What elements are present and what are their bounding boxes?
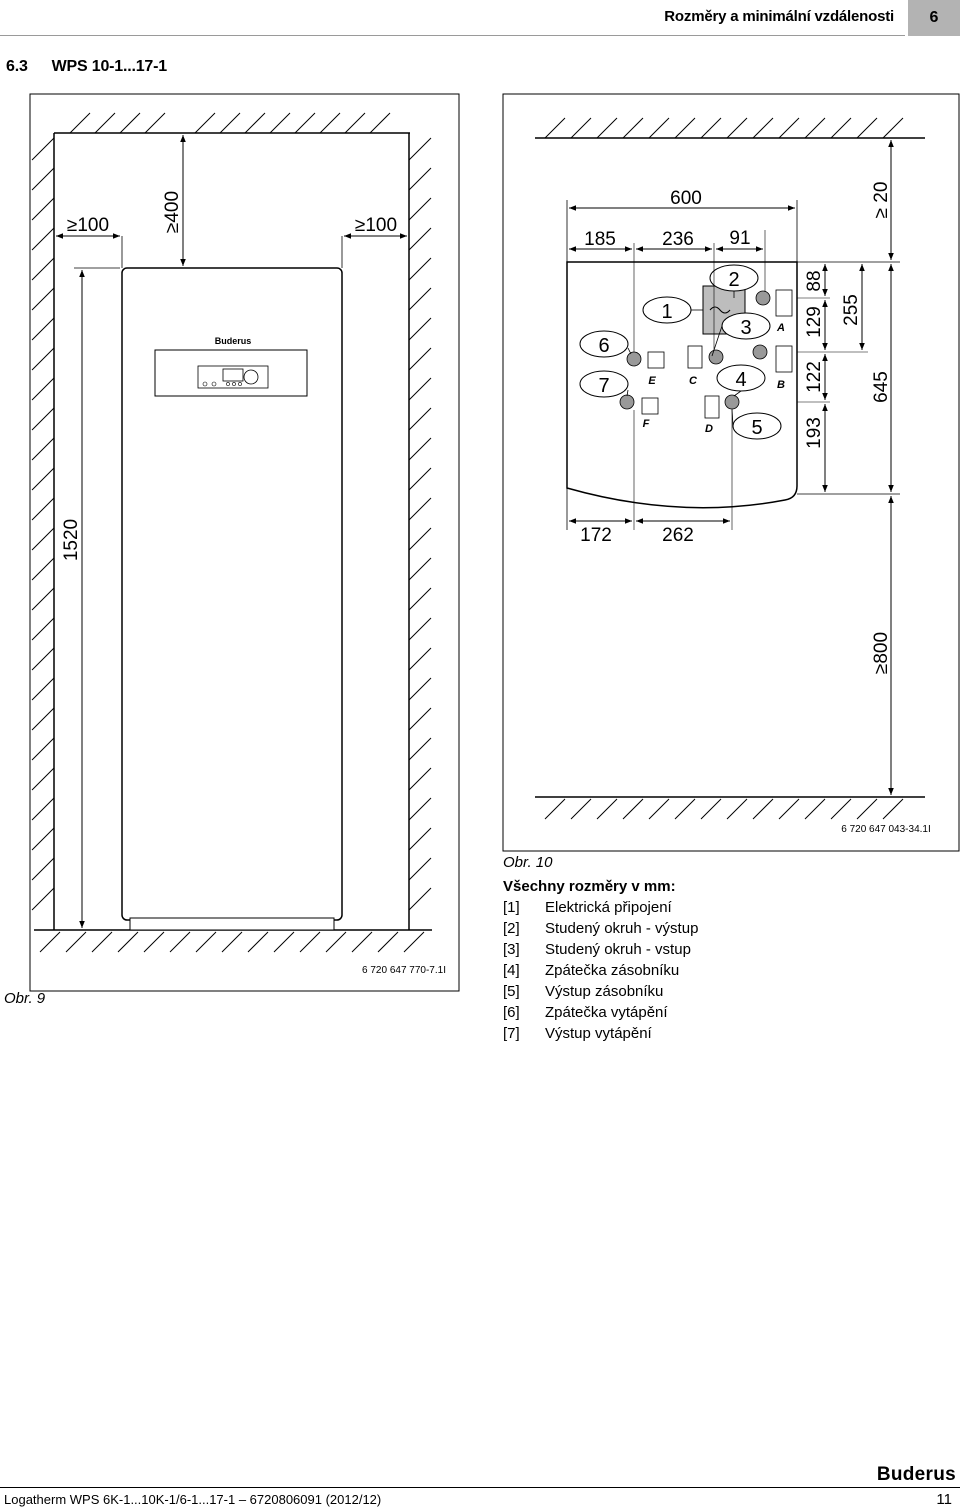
- callout-6: 6: [598, 335, 609, 357]
- figure-10-code: 6 720 647 043-34.1I: [841, 824, 931, 835]
- footer-document-info: Logatherm WPS 6K-1...10K-1/6-1...17-1 – …: [4, 1492, 382, 1507]
- section-number: 6.3: [6, 58, 28, 75]
- port-e-symbol: [647, 351, 665, 369]
- dim-255: 255: [841, 294, 862, 326]
- right-wall-hatch: [408, 137, 432, 911]
- figure-10-caption: Obr. 10: [503, 854, 553, 871]
- dim-172: 172: [580, 525, 612, 546]
- dim-88: 88: [804, 270, 825, 291]
- dim-645: 645: [871, 371, 892, 403]
- dim-height: 1520: [61, 519, 82, 561]
- section-title: WPS 10-1...17-1: [51, 58, 167, 75]
- control-knob: [243, 369, 259, 385]
- port-e-label: E: [648, 375, 656, 387]
- port-f-symbol: [641, 397, 659, 415]
- port-d-label: D: [705, 423, 713, 435]
- unit-base: [129, 917, 335, 931]
- port-f-label: F: [643, 418, 650, 430]
- footer-brand-logo: Buderus: [876, 1464, 956, 1485]
- ceiling-hatch: [69, 112, 391, 134]
- callout-7: 7: [598, 375, 609, 397]
- port-b-label: B: [777, 379, 785, 391]
- dim-width-600: 600: [670, 188, 702, 209]
- unit-logo: Buderus: [215, 336, 252, 346]
- callout-5: 5: [751, 417, 762, 439]
- floor-hatch-10: [544, 798, 904, 820]
- ceiling-hatch-10: [544, 117, 904, 139]
- page-header: Rozměry a minimální vzdálenosti 6: [0, 0, 960, 36]
- figure-9-code: 6 720 647 770-7.1I: [362, 965, 446, 976]
- legend-item: [2]Studený okruh - výstup: [503, 920, 699, 937]
- header-title: Rozměry a minimální vzdálenosti: [664, 8, 894, 25]
- section-heading: 6.3 WPS 10-1...17-1: [6, 58, 167, 76]
- port-c-symbol: [687, 345, 703, 369]
- dim-top-clearance: ≥400: [162, 191, 183, 233]
- dim-122: 122: [804, 361, 825, 393]
- callout-1: 1: [661, 301, 672, 323]
- header-divider: [0, 35, 905, 36]
- port-a-symbol: [775, 289, 793, 317]
- legend-item: [3]Studený okruh - vstup: [503, 941, 691, 958]
- port-a-label: A: [776, 322, 785, 334]
- legend-item: [4]Zpátečka zásobníku: [503, 962, 680, 979]
- figure-10-legend: Obr. 10 Všechny rozměry v mm: [1]Elektri…: [503, 852, 698, 1044]
- figure-9-caption: Obr. 9: [4, 990, 46, 1007]
- legend-item: [1]Elektrická připojení: [503, 899, 672, 916]
- dim-193: 193: [804, 417, 825, 449]
- dim-262: 262: [662, 525, 694, 546]
- legend-item: [6]Zpátečka vytápění: [503, 1004, 668, 1021]
- dim-91: 91: [729, 228, 750, 249]
- callout-3: 3: [740, 317, 751, 339]
- dim-top-clear-20: ≥ 20: [871, 182, 892, 219]
- legend-item: [7]Výstup vytápění: [503, 1025, 652, 1042]
- figure-9: Buderus ≥100 ≥100 ≥400 1520 6 720 647 77…: [29, 93, 460, 992]
- legend-item: [5]Výstup zásobníku: [503, 983, 664, 1000]
- page-number: 11: [936, 1491, 952, 1508]
- port-d-symbol: [704, 395, 720, 419]
- legend-heading: Všechny rozměry v mm:: [503, 878, 676, 895]
- port-b-symbol: [775, 345, 793, 373]
- callout-2: 2: [728, 269, 739, 291]
- dim-right-clearance: ≥100: [355, 215, 397, 236]
- floor-hatch: [39, 931, 425, 953]
- dim-left-clearance: ≥100: [67, 215, 109, 236]
- footer-divider: [0, 1487, 960, 1488]
- callout-4: 4: [735, 369, 746, 391]
- figure-10: E F C D A B 1: [502, 93, 960, 852]
- dim-front-clear-800: ≥800: [871, 632, 892, 674]
- display: [222, 368, 244, 382]
- port-c-label: C: [689, 375, 698, 387]
- dim-185: 185: [584, 229, 616, 250]
- chapter-number: 6: [908, 0, 960, 36]
- dim-236: 236: [662, 229, 694, 250]
- dim-129: 129: [804, 306, 825, 338]
- left-wall-hatch: [31, 137, 55, 911]
